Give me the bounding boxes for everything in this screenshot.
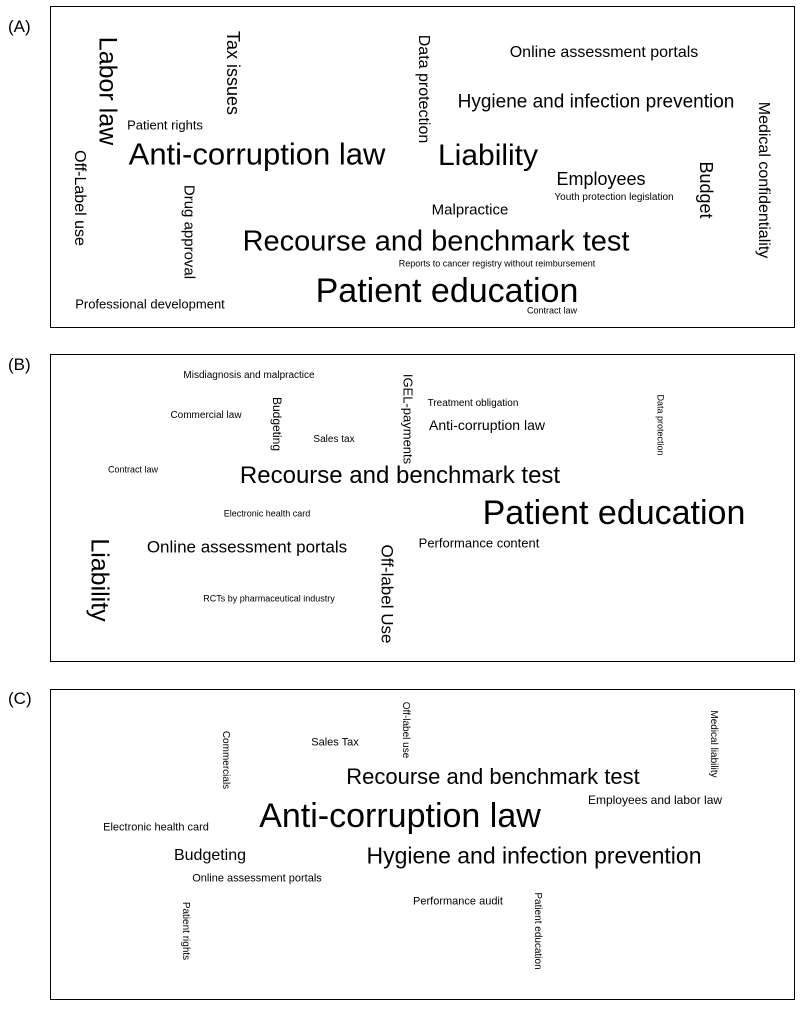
word-a-14: Malpractice [431, 201, 509, 219]
word-c-10: Online assessment portals [192, 872, 322, 885]
word-c-9: Hygiene and infection prevention [366, 842, 702, 869]
word-c-3: Sales Tax [311, 736, 359, 749]
word-b-10: Patient education [482, 494, 746, 532]
word-b-5: Budgeting [270, 396, 284, 452]
word-b-1: IGEL-payments [400, 373, 416, 465]
word-a-17: Patient education [315, 272, 579, 310]
word-a-6: Patient rights [127, 117, 203, 133]
word-b-12: Liability [85, 538, 114, 622]
panel-a-label: (A) [8, 17, 31, 36]
word-b-7: Anti-corruption law [429, 417, 545, 433]
word-b-13: Online assessment portals [146, 537, 348, 557]
word-cloud-a: Labor law Tax issues Data protection Online… [50, 6, 795, 328]
word-a-7: Off-Label use [71, 150, 88, 246]
word-b-14: Off-label Use [377, 544, 397, 644]
word-c-8: Budgeting [173, 847, 247, 864]
word-b-16: RCTs by pharmaceutical industry [203, 593, 335, 604]
word-a-9: Liability [437, 139, 539, 172]
word-a-3: Online assessment portals [509, 44, 699, 61]
word-a-4: Hygiene and infection prevention [457, 91, 735, 113]
word-c-5: Employees and labor law [587, 793, 723, 807]
word-c-4: Recourse and benchmark test [346, 764, 640, 789]
word-a-16: Reports to cancer registry without reimb… [398, 258, 596, 269]
word-b-0: Misdiagnosis and malpractice [183, 370, 315, 381]
word-a-2: Data protection [415, 34, 432, 144]
word-c-6: Anti-corruption law [259, 797, 541, 835]
word-c-11: Patient rights [180, 901, 191, 961]
word-b-3: Data protection [655, 394, 666, 456]
word-b-4: Commercial law [170, 410, 242, 421]
word-c-2: Commercials [220, 730, 231, 790]
word-a-15: Recourse and benchmark test [242, 225, 630, 258]
word-c-7: Electronic health card [103, 821, 209, 834]
word-b-6: Sales tax [313, 434, 355, 445]
word-b-11: Electronic health card [223, 508, 311, 519]
word-a-12: Drug approval [180, 184, 198, 280]
word-c-13: Patient education [532, 892, 543, 970]
word-a-1: Tax issues [223, 30, 243, 116]
word-b-8: Contract law [107, 464, 159, 475]
word-a-18: Professional development [75, 296, 225, 312]
word-c-12: Performance audit [413, 895, 503, 908]
word-a-5: Medical confidentiality [755, 101, 772, 259]
word-b-2: Treatment obligation [427, 398, 519, 409]
word-a-0: Labor law [93, 36, 122, 146]
word-b-9: Recourse and benchmark test [239, 462, 561, 489]
word-cloud-b: Misdiagnosis and malpractice IGEL-payment… [50, 354, 795, 662]
word-c-1: Medical liability [708, 710, 719, 778]
word-a-8: Anti-corruption law [128, 136, 386, 172]
panel-b-label: (B) [8, 355, 31, 374]
word-c-0: Off-label use [400, 701, 411, 759]
word-a-13: Youth protection legislation [554, 192, 674, 203]
word-a-10: Budget [696, 161, 716, 219]
panel-c-label: (C) [8, 689, 32, 708]
word-a-11: Employees [556, 169, 646, 189]
word-a-19: Contract law [526, 305, 578, 316]
word-b-15: Performance content [418, 535, 540, 551]
word-cloud-c: Off-label use Medical liability Commercial… [50, 689, 795, 1000]
